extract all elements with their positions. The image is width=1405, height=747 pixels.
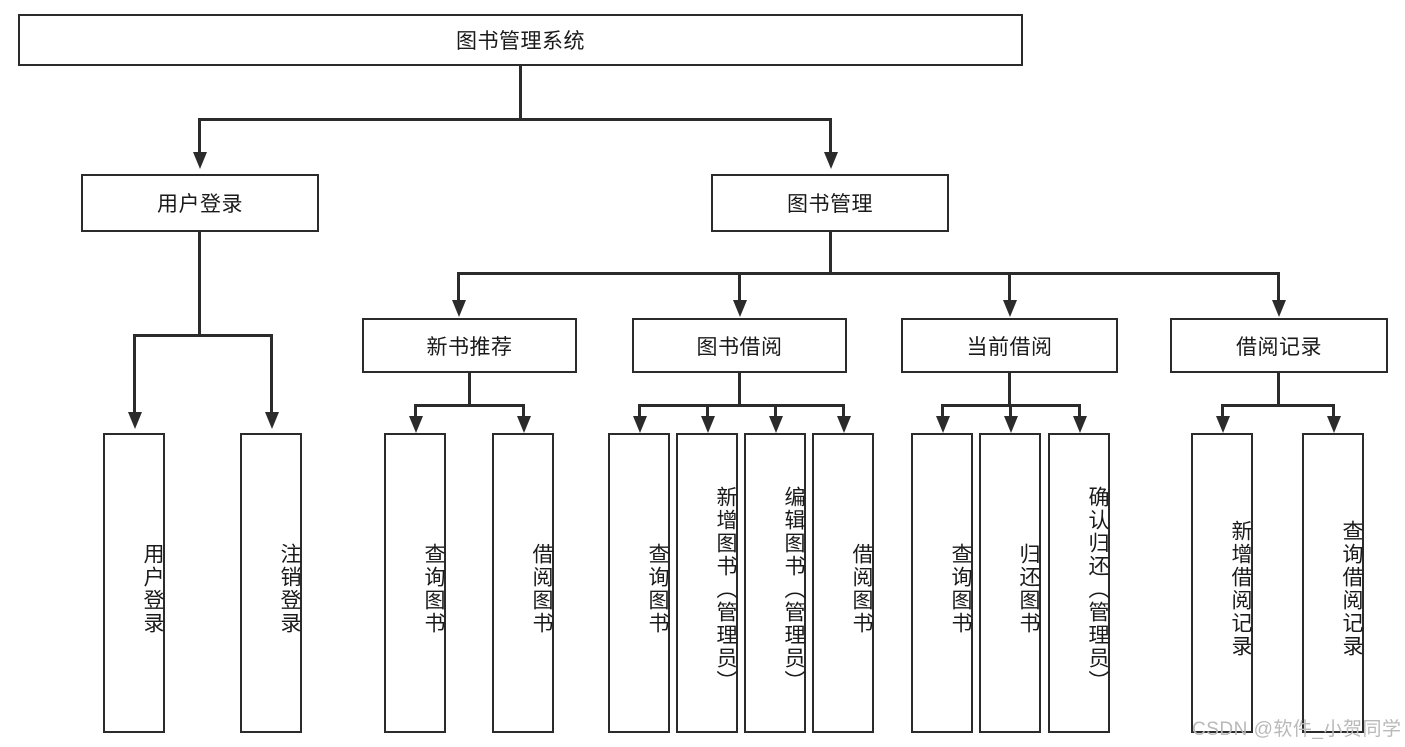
leaf-query-book-1-label: 查询图书 xyxy=(422,543,445,635)
connector-user-login-to-leaf-1 xyxy=(133,334,136,414)
connector-book-borrow-stem xyxy=(738,373,741,406)
connector-borrow-record-stem xyxy=(1277,373,1280,406)
arrow-root-to-user-login xyxy=(192,152,207,169)
leaf-borrow-book-1[interactable]: 借阅图书 xyxy=(492,433,554,733)
connector-new-book-rec-to-leaf-1 xyxy=(414,404,417,418)
connector-root-bus xyxy=(198,118,832,121)
leaf-edit-book[interactable]: 编辑图书（管理员） xyxy=(744,433,806,733)
leaf-query-book-1[interactable]: 查询图书 xyxy=(384,433,446,733)
leaf-query-book-3[interactable]: 查询图书 xyxy=(911,433,973,733)
arrow-book-manage-to-book-borrow xyxy=(732,300,747,317)
arrow-book-manage-to-new-book-rec xyxy=(451,300,466,317)
connector-new-book-rec-to-leaf-2 xyxy=(522,404,525,418)
leaf-user-logout-label: 注销登录 xyxy=(278,543,301,635)
node-book-borrow[interactable]: 图书借阅 xyxy=(632,318,847,373)
connector-book-manage-to-book-borrow xyxy=(738,272,741,302)
leaf-user-login[interactable]: 用户登录 xyxy=(103,433,165,733)
arrow-user-login-to-leaf-2 xyxy=(264,412,279,429)
arrow-borrow-record-to-leaf-1 xyxy=(1215,416,1230,433)
arrow-book-borrow-to-leaf-3 xyxy=(768,416,783,433)
leaf-user-logout[interactable]: 注销登录 xyxy=(240,433,302,733)
leaf-edit-book-label: 编辑图书（管理员） xyxy=(782,485,805,693)
connector-borrow-record-to-leaf-1 xyxy=(1221,404,1224,418)
node-current-borrow[interactable]: 当前借阅 xyxy=(901,318,1118,373)
leaf-borrow-book-2[interactable]: 借阅图书 xyxy=(812,433,874,733)
node-user-login-label: 用户登录 xyxy=(157,193,243,216)
connector-book-borrow-to-leaf-3 xyxy=(774,404,777,418)
leaf-add-record-label: 新增借阅记录 xyxy=(1229,520,1252,658)
node-root[interactable]: 图书管理系统 xyxy=(18,14,1023,66)
connector-root-stem xyxy=(519,66,522,120)
arrow-book-borrow-to-leaf-1 xyxy=(632,416,647,433)
node-borrow-record[interactable]: 借阅记录 xyxy=(1170,318,1388,373)
connector-current-borrow-to-leaf-1 xyxy=(941,404,944,418)
leaf-return-book[interactable]: 归还图书 xyxy=(979,433,1041,733)
arrow-book-manage-to-borrow-record xyxy=(1271,300,1286,317)
connector-book-manage-to-new-book-rec xyxy=(457,272,460,302)
connector-user-login-to-leaf-2 xyxy=(270,334,273,414)
leaf-borrow-book-1-label: 借阅图书 xyxy=(530,543,553,635)
connector-book-manage-to-borrow-record xyxy=(1277,272,1280,302)
connector-root-to-user-login xyxy=(198,118,201,154)
leaf-return-book-label: 归还图书 xyxy=(1017,543,1040,635)
leaf-query-record[interactable]: 查询借阅记录 xyxy=(1302,433,1364,733)
connector-user-login-bus xyxy=(133,334,272,337)
connector-book-manage-bus xyxy=(457,272,1279,275)
connector-borrow-record-to-leaf-2 xyxy=(1332,404,1335,418)
leaf-query-record-label: 查询借阅记录 xyxy=(1340,520,1363,658)
arrow-new-book-rec-to-leaf-1 xyxy=(408,416,423,433)
connector-root-to-book-manage xyxy=(829,118,832,154)
leaf-add-book[interactable]: 新增图书（管理员） xyxy=(676,433,738,733)
connector-book-manage-stem xyxy=(829,232,832,274)
arrow-book-borrow-to-leaf-2 xyxy=(700,416,715,433)
arrow-current-borrow-to-leaf-3 xyxy=(1072,416,1087,433)
arrow-root-to-book-manage xyxy=(823,152,838,169)
node-user-login[interactable]: 用户登录 xyxy=(81,174,319,232)
node-book-manage[interactable]: 图书管理 xyxy=(711,174,949,232)
arrow-user-login-to-leaf-1 xyxy=(127,412,142,429)
leaf-query-book-2[interactable]: 查询图书 xyxy=(608,433,670,733)
leaf-borrow-book-2-label: 借阅图书 xyxy=(850,543,873,635)
node-book-borrow-label: 图书借阅 xyxy=(696,335,783,359)
watermark: CSDN @软件_小贺同学 xyxy=(1192,714,1401,741)
leaf-user-login-label: 用户登录 xyxy=(141,543,164,635)
connector-current-borrow-to-leaf-2 xyxy=(1009,404,1012,418)
connector-book-manage-to-current-borrow xyxy=(1008,272,1011,302)
node-borrow-record-label: 借阅记录 xyxy=(1236,335,1322,359)
node-new-book-rec[interactable]: 新书推荐 xyxy=(362,318,577,373)
connector-borrow-record-bus xyxy=(1221,404,1334,407)
arrow-book-manage-to-current-borrow xyxy=(1002,300,1017,317)
connector-new-book-rec-bus xyxy=(414,404,524,407)
connector-current-borrow-to-leaf-3 xyxy=(1078,404,1081,418)
connector-new-book-rec-stem xyxy=(468,373,471,406)
node-new-book-rec-label: 新书推荐 xyxy=(426,335,513,359)
watermark-text: CSDN @软件_小贺同学 xyxy=(1192,719,1402,740)
connector-book-borrow-to-leaf-2 xyxy=(706,404,709,418)
arrow-current-borrow-to-leaf-2 xyxy=(1003,416,1018,433)
connector-current-borrow-stem xyxy=(1008,373,1011,406)
connector-book-borrow-bus xyxy=(638,404,844,407)
leaf-add-book-label: 新增图书（管理员） xyxy=(714,485,737,693)
leaf-confirm-return-label: 确认归还（管理员） xyxy=(1086,485,1109,693)
leaf-add-record[interactable]: 新增借阅记录 xyxy=(1191,433,1253,733)
connector-book-borrow-to-leaf-1 xyxy=(638,404,641,418)
arrow-new-book-rec-to-leaf-2 xyxy=(516,416,531,433)
node-book-manage-label: 图书管理 xyxy=(787,193,873,216)
node-root-label: 图书管理系统 xyxy=(456,30,585,53)
arrow-book-borrow-to-leaf-4 xyxy=(836,416,851,433)
connector-book-borrow-to-leaf-4 xyxy=(842,404,845,418)
leaf-query-book-3-label: 查询图书 xyxy=(949,543,972,635)
arrow-borrow-record-to-leaf-2 xyxy=(1326,416,1341,433)
leaf-confirm-return[interactable]: 确认归还（管理员） xyxy=(1048,433,1110,733)
arrow-current-borrow-to-leaf-1 xyxy=(935,416,950,433)
connector-user-login-stem xyxy=(198,232,201,336)
node-current-borrow-label: 当前借阅 xyxy=(966,335,1053,359)
leaf-query-book-2-label: 查询图书 xyxy=(646,543,669,635)
